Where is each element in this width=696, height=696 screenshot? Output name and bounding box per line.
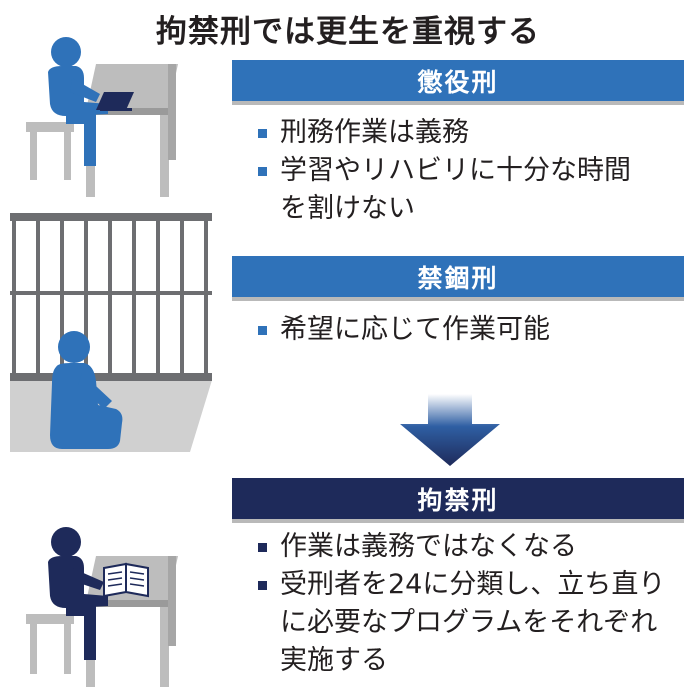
person-kneeling-in-cell-icon [10,213,212,452]
bullet-icon [258,326,267,335]
person-reading-book-icon [26,527,178,687]
section-list-koukin: 作業は義務ではなくなる 受刑者を24に分類し、立ち直りに必要なプログラムをそれぞ… [256,528,680,680]
list-item: 作業は義務ではなくなる [256,528,680,566]
bullet-icon [258,129,267,138]
person-at-desk-laptop-icon [26,37,178,197]
bullet-icon [258,581,267,590]
list-item: 刑務作業は義務 [256,114,640,152]
page-title: 拘禁刑では更生を重視する [156,14,540,50]
list-item: 希望に応じて作業可能 [256,311,550,349]
list-item: 学習やリハビリに十分な時間を割けない [256,152,640,228]
section-header-choueki: 懲役刑 [232,60,684,105]
down-arrow-icon [400,394,500,466]
list-item: 受刑者を24に分類し、立ち直りに必要なプログラムをそれぞれ実施する [256,566,680,680]
bullet-icon [258,167,267,176]
section-header-koukin: 拘禁刑 [232,478,684,523]
bullet-icon [258,543,267,552]
section-list-choueki: 刑務作業は義務 学習やリハビリに十分な時間を割けない [256,114,640,228]
section-header-kinko: 禁錮刑 [232,256,684,301]
section-list-kinko: 希望に応じて作業可能 [256,311,550,349]
